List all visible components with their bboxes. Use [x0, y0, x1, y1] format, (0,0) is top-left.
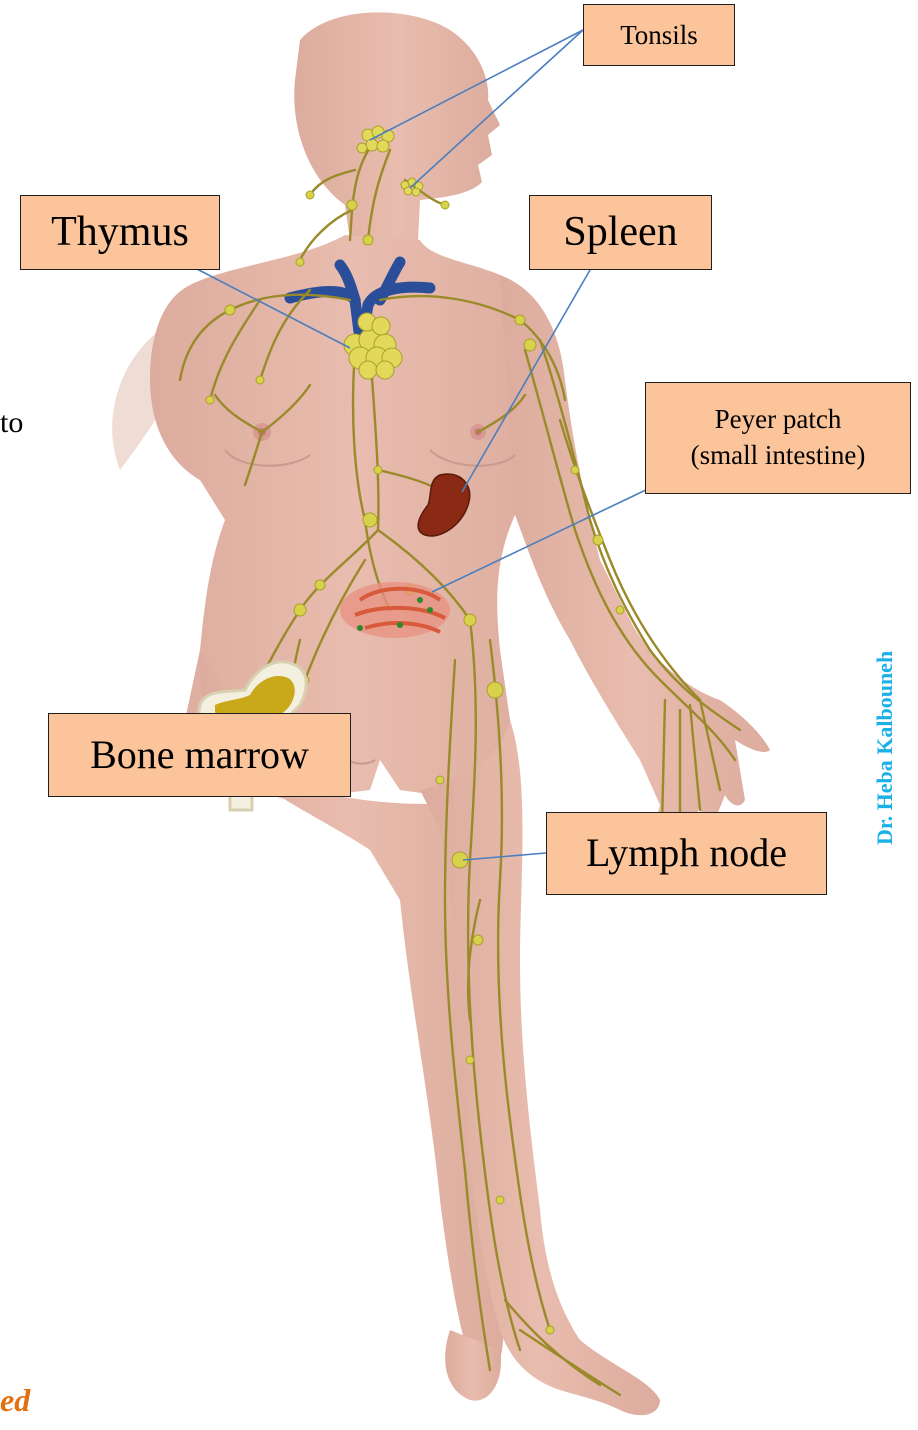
tonsils-label: Tonsils [583, 4, 735, 66]
author-watermark-text: Dr. Heba Kalbouneh [872, 625, 898, 845]
lymph-node-label: Lymph node [546, 812, 827, 895]
thymus-label: Thymus [20, 195, 220, 270]
spleen-label: Spleen [529, 195, 712, 270]
peyer-patch-label-line2: (small intestine) [646, 437, 910, 473]
peyer-patch-label-line1: Peyer patch [646, 401, 910, 437]
cut-off-italic-fragment: ed [0, 1380, 30, 1420]
bone-marrow-label: Bone marrow [48, 713, 351, 797]
cut-off-text-fragment: to [0, 405, 23, 441]
peyer-patch-label: Peyer patch (small intestine) [645, 382, 911, 494]
